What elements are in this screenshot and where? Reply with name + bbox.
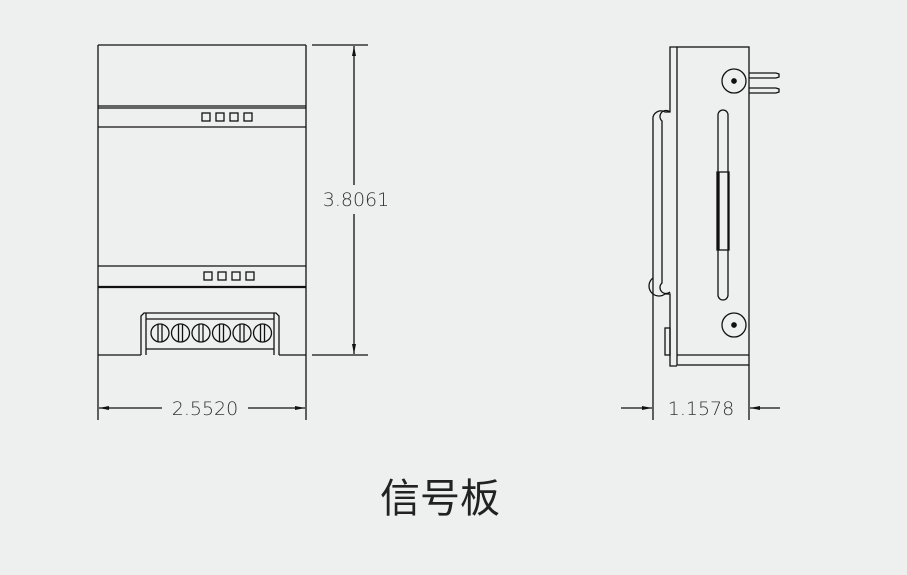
led-indicators-top: [201, 112, 253, 122]
front-view: [97, 44, 368, 420]
side-view: [621, 46, 780, 420]
terminal-screws: [150, 323, 273, 343]
depth-dimension-label: 1.1578: [668, 398, 734, 420]
terminal-block: [140, 312, 280, 355]
width-dimension-label: 2.5520: [172, 398, 238, 420]
mounting-hole-bottom: [721, 312, 747, 338]
pins: [749, 72, 780, 94]
height-dimension-label: 3.8061: [323, 189, 389, 211]
led-indicators-bottom: [203, 271, 255, 281]
mounting-hole-top: [721, 68, 747, 94]
drawing-title: 信号板: [380, 476, 500, 522]
